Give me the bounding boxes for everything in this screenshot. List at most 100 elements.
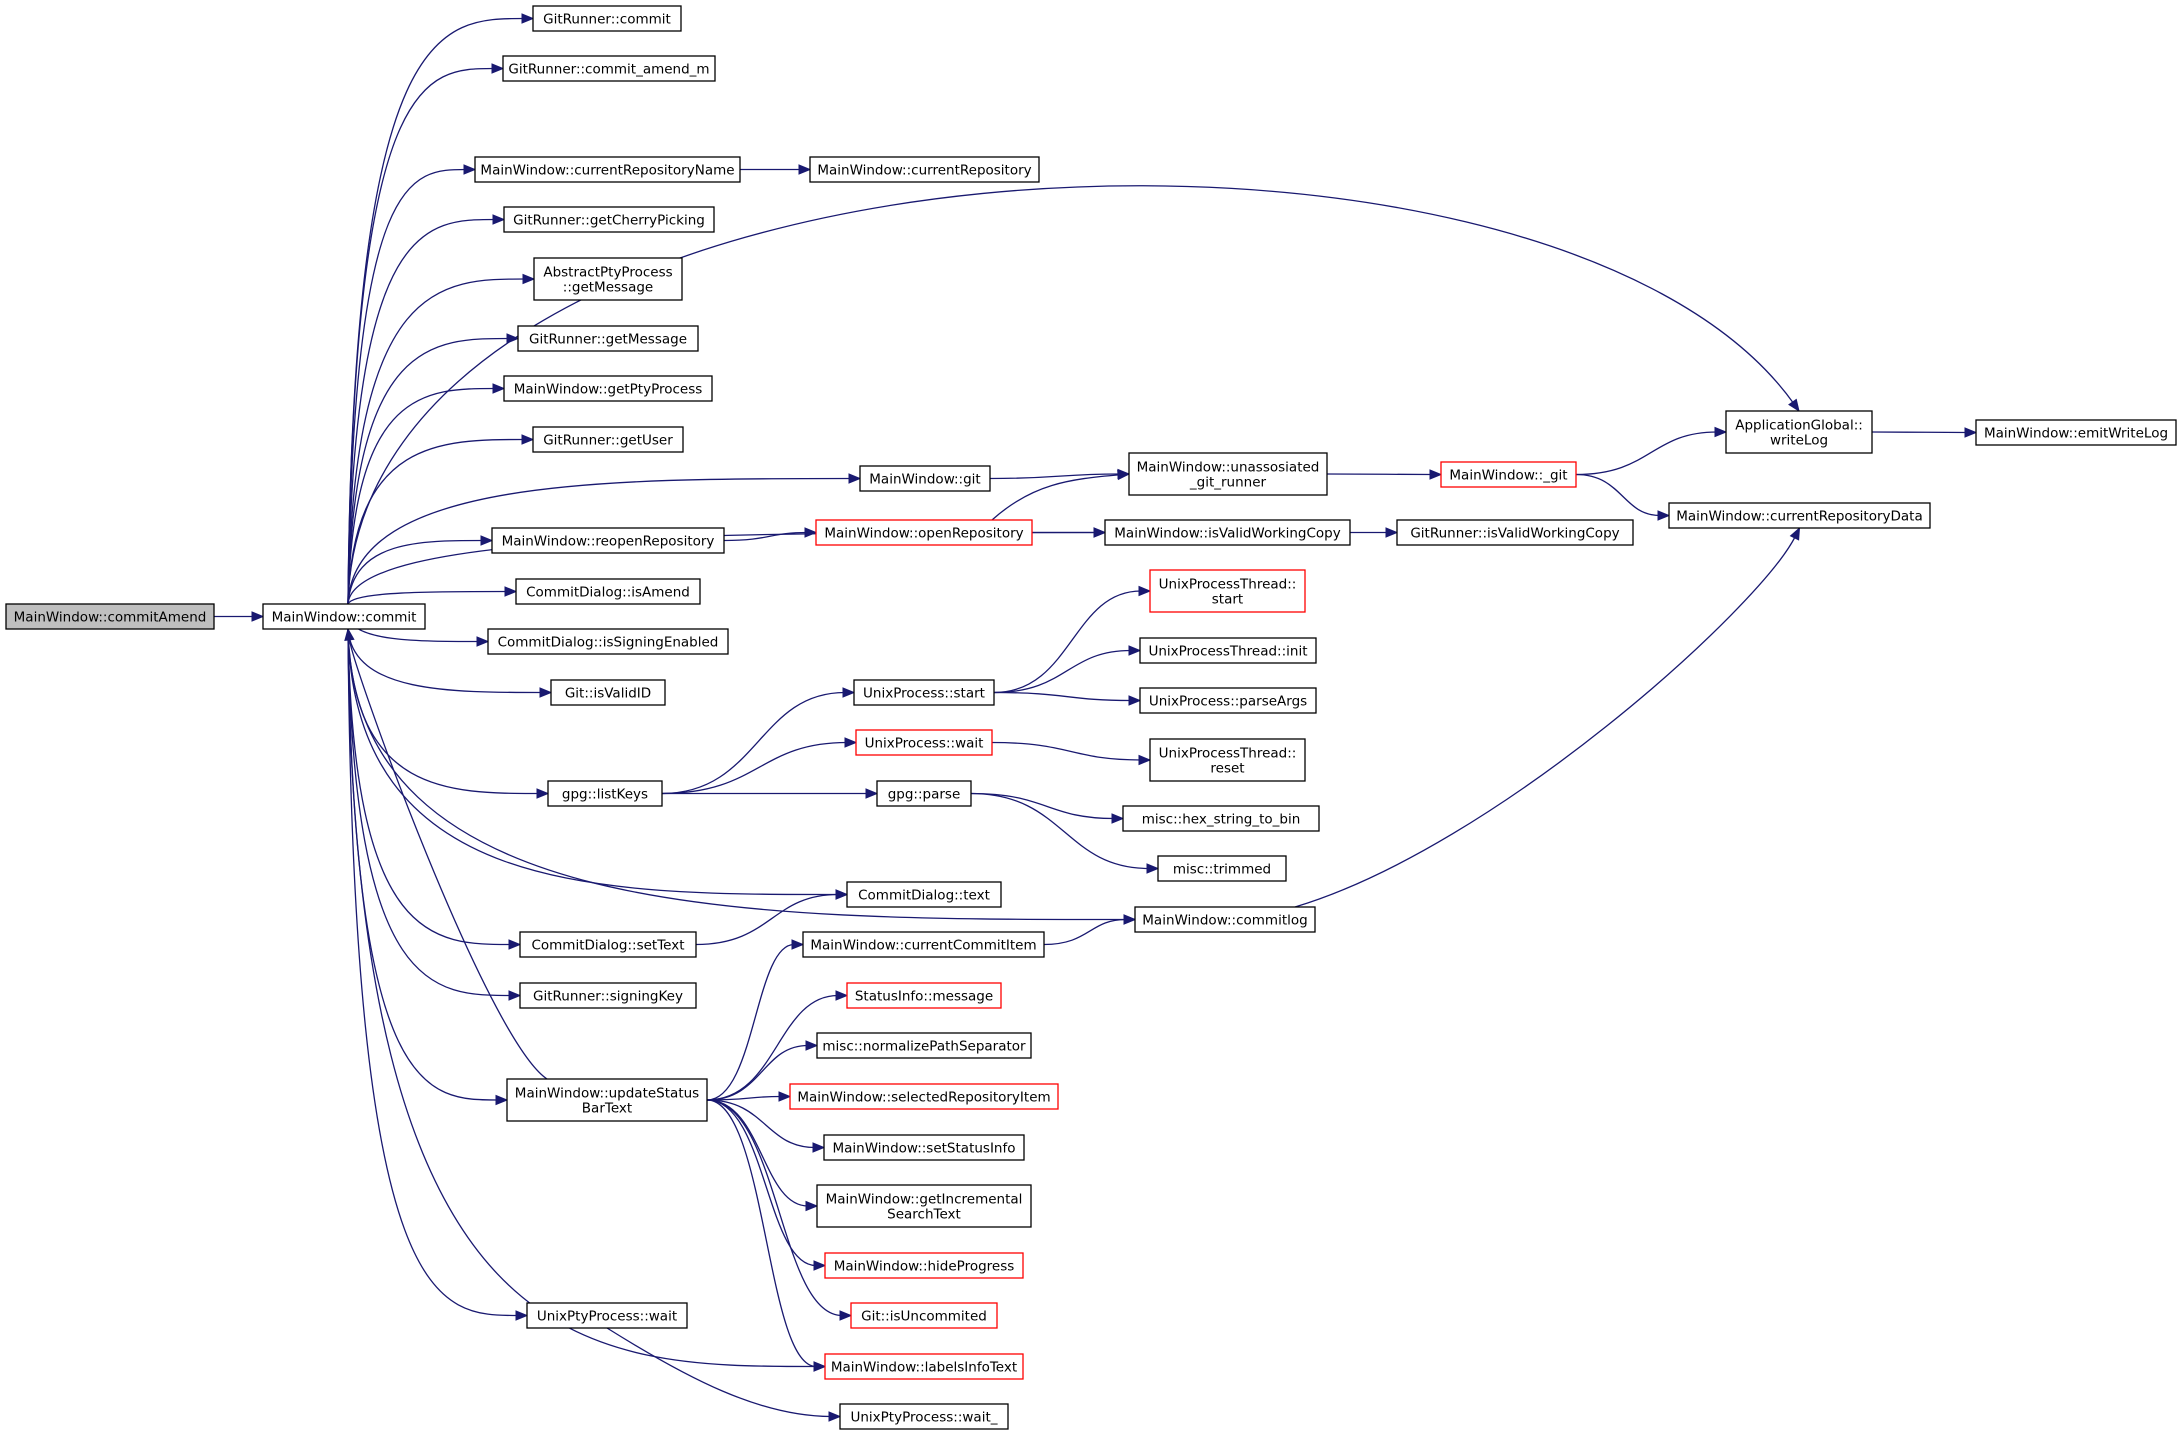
node-label: MainWindow::commitAmend — [14, 610, 207, 626]
node-emitWriteLog[interactable]: MainWindow::emitWriteLog — [1975, 419, 2177, 446]
node-box — [526, 1302, 688, 1329]
node-cdText[interactable]: CommitDialog::text — [846, 881, 1002, 908]
node-curRepoName[interactable]: MainWindow::currentRepositoryName — [474, 156, 741, 183]
node-label: MainWindow::selectedRepositoryItem — [797, 1090, 1050, 1106]
node-normPath[interactable]: misc::normalizePathSeparator — [816, 1032, 1032, 1059]
edge-commit-signingKey — [347, 628, 512, 997]
node-box — [859, 465, 991, 492]
node-setText[interactable]: CommitDialog::setText — [519, 931, 697, 958]
node-grIsValidWC[interactable]: GitRunner::isValidWorkingCopy — [1396, 519, 1634, 546]
node-upStart[interactable]: UnixProcess::start — [853, 679, 995, 706]
node-label: CommitDialog::text — [858, 888, 990, 904]
call-graph-edges — [213, 13, 1978, 1422]
node-uptInit[interactable]: UnixProcessThread::init — [1139, 637, 1317, 664]
node-uptStart[interactable]: UnixProcessThread::start — [1149, 569, 1306, 613]
node-upWait[interactable]: UnixProcess::wait — [855, 729, 993, 756]
edge-arrowhead — [522, 273, 536, 285]
node-grGetMsg[interactable]: GitRunner::getMessage — [517, 325, 699, 352]
edge-arrowhead — [1714, 426, 1728, 438]
node-isSigning[interactable]: CommitDialog::isSigningEnabled — [487, 628, 729, 655]
node-label: MainWindow::currentRepositoryData — [1676, 509, 1923, 525]
node-box — [1128, 452, 1328, 496]
edge-commit-updStatus — [347, 628, 499, 1101]
node-uppWait[interactable]: UnixPtyProcess::wait — [526, 1302, 688, 1329]
node-label: UnixProcessThread:: — [1159, 577, 1297, 593]
node-hex2bin[interactable]: misc::hex_string_to_bin — [1122, 805, 1320, 832]
edge-arrowhead — [539, 687, 553, 698]
node-hideProgress[interactable]: MainWindow::hideProgress — [824, 1252, 1024, 1279]
node-label: GitRunner::getUser — [543, 433, 673, 449]
node-box — [502, 55, 716, 82]
node-getUser[interactable]: GitRunner::getUser — [532, 426, 684, 453]
edge-commit-reopenRepo — [347, 539, 484, 605]
edge-uppWait-uppWait_ — [606, 1327, 832, 1418]
node-gpgParse[interactable]: gpg::parse — [876, 780, 972, 807]
edge-setText-cdText — [695, 893, 839, 946]
node-statusMsg[interactable]: StatusInfo::message — [846, 982, 1002, 1009]
node-curRepoData[interactable]: MainWindow::currentRepositoryData — [1668, 502, 1931, 529]
node-box — [846, 982, 1002, 1009]
node-gr_commit[interactable]: GitRunner::commit — [532, 5, 682, 32]
node-isValidID[interactable]: Git::isValidID — [550, 679, 666, 706]
edge-arrowhead — [491, 63, 505, 74]
node-absGetMsg[interactable]: AbstractPtyProcess::getMessage — [533, 257, 683, 301]
node-box — [809, 156, 1040, 183]
edge-arrowhead — [812, 1142, 826, 1153]
node-box — [853, 679, 995, 706]
node-getPty[interactable]: MainWindow::getPtyProcess — [503, 375, 713, 402]
node-box — [1975, 419, 2177, 446]
edge-writeLog-emitWriteLog — [1871, 431, 1968, 434]
node-_git[interactable]: MainWindow::_git — [1440, 461, 1577, 488]
node-curRepo[interactable]: MainWindow::currentRepository — [809, 156, 1040, 183]
edge-commit-gr_commit — [347, 17, 525, 605]
edge-arrowhead — [1111, 813, 1125, 824]
node-box — [1134, 906, 1316, 933]
node-trimmed[interactable]: misc::trimmed — [1157, 855, 1287, 882]
node-setStatusInfo[interactable]: MainWindow::setStatusInfo — [823, 1134, 1025, 1161]
node-mwGit[interactable]: MainWindow::git — [859, 465, 991, 492]
edge-upStart-uptInit — [993, 649, 1132, 694]
node-label: ::getMessage — [563, 280, 653, 296]
node-reopenRepo[interactable]: MainWindow::reopenRepository — [491, 527, 725, 554]
node-labelsInfo[interactable]: MainWindow::labelsInfoText — [824, 1353, 1024, 1380]
node-box — [5, 603, 215, 630]
node-commitlog[interactable]: MainWindow::commitlog — [1134, 906, 1316, 933]
node-writeLog[interactable]: ApplicationGlobal::writeLog — [1725, 410, 1873, 454]
edge-arrowhead — [521, 13, 535, 24]
node-label: MainWindow::getPtyProcess — [514, 382, 703, 398]
node-uptReset[interactable]: UnixProcessThread::reset — [1149, 738, 1306, 782]
node-uppWait_[interactable]: UnixPtyProcess::wait_ — [839, 1403, 1009, 1430]
node-selRepoItem[interactable]: MainWindow::selectedRepositoryItem — [789, 1083, 1059, 1110]
node-isValidWC[interactable]: MainWindow::isValidWorkingCopy — [1104, 519, 1351, 546]
edge-arrowhead — [791, 939, 805, 950]
node-box — [802, 931, 1045, 958]
node-isUncommited[interactable]: Git::isUncommited — [850, 1302, 998, 1329]
node-upParseArgs[interactable]: UnixProcess::parseArgs — [1139, 687, 1317, 714]
node-getCherry[interactable]: GitRunner::getCherryPicking — [503, 206, 715, 233]
node-label: MainWindow::git — [869, 472, 980, 488]
node-commit[interactable]: MainWindow::commit — [262, 603, 426, 630]
node-box — [532, 426, 684, 453]
node-gr_commit_amend[interactable]: GitRunner::commit_amend_m — [502, 55, 716, 82]
node-signingKey[interactable]: GitRunner::signingKey — [519, 982, 697, 1009]
edge-_git-writeLog — [1575, 431, 1718, 476]
edge-arrowhead — [1789, 526, 1801, 541]
node-isAmend[interactable]: CommitDialog::isAmend — [515, 578, 701, 605]
node-box — [503, 206, 715, 233]
edge-arrowhead — [813, 1260, 827, 1271]
node-curCommitItem[interactable]: MainWindow::currentCommitItem — [802, 931, 1045, 958]
edge-openRepo-unassoc — [991, 474, 1121, 521]
edge-commit-mwGit — [347, 477, 852, 605]
edge-arrowhead — [1964, 427, 1978, 438]
node-commitAmend[interactable]: MainWindow::commitAmend — [5, 603, 215, 630]
edge-arrowhead — [463, 164, 477, 175]
node-listKeys[interactable]: gpg::listKeys — [547, 780, 663, 807]
node-box — [815, 519, 1033, 546]
node-box — [503, 375, 713, 402]
node-unassoc[interactable]: MainWindow::unassosiated_git_runner — [1128, 452, 1328, 496]
node-openRepo[interactable]: MainWindow::openRepository — [815, 519, 1033, 546]
node-label: misc::hex_string_to_bin — [1142, 812, 1301, 828]
edge-arrowhead — [1146, 863, 1160, 874]
